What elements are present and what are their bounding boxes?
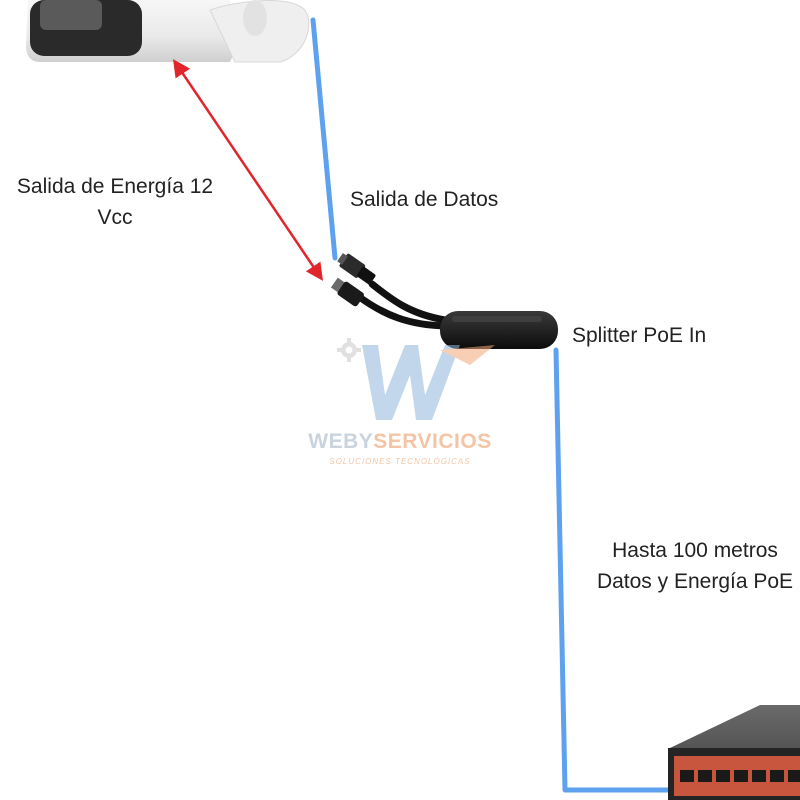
watermark-brand-part1: WEBY — [308, 430, 374, 453]
data-cable-camera — [310, 17, 338, 261]
distance-label-line1: Hasta 100 metros — [612, 539, 778, 562]
watermark-brand: WEBYSERVICIOS — [300, 430, 500, 454]
bullet-camera-icon — [26, 0, 310, 63]
power-output-label-line1: Salida de Energía 12 — [16, 175, 214, 198]
poe-cable-switch — [553, 347, 718, 793]
power-output-label-line2: Vcc — [97, 206, 133, 229]
splitter-cable-dc — [354, 292, 449, 330]
splitter-cable-rj45 — [368, 280, 449, 324]
watermark-tagline: SOLUCIONES TECNOLÓGICAS — [329, 457, 471, 466]
power-arrow — [173, 59, 323, 281]
data-output-label: Salida de Datos — [350, 188, 499, 211]
poe-switch-icon — [668, 705, 800, 800]
splitter-label: Splitter PoE In — [572, 324, 707, 347]
power-output-label: Salida de Energía 12 Vcc — [0, 171, 230, 233]
distance-label: Hasta 100 metros Datos y Energía PoE — [575, 535, 800, 597]
rj45-connector-icon — [337, 253, 376, 285]
dc-plug-icon — [330, 277, 364, 307]
distance-label-line2: Datos y Energía PoE — [596, 570, 794, 593]
poe-splitter-icon — [440, 311, 558, 349]
watermark-logo — [337, 338, 495, 420]
watermark-brand-part2: SERVICIOS — [373, 430, 492, 453]
gear-icon — [337, 338, 361, 362]
